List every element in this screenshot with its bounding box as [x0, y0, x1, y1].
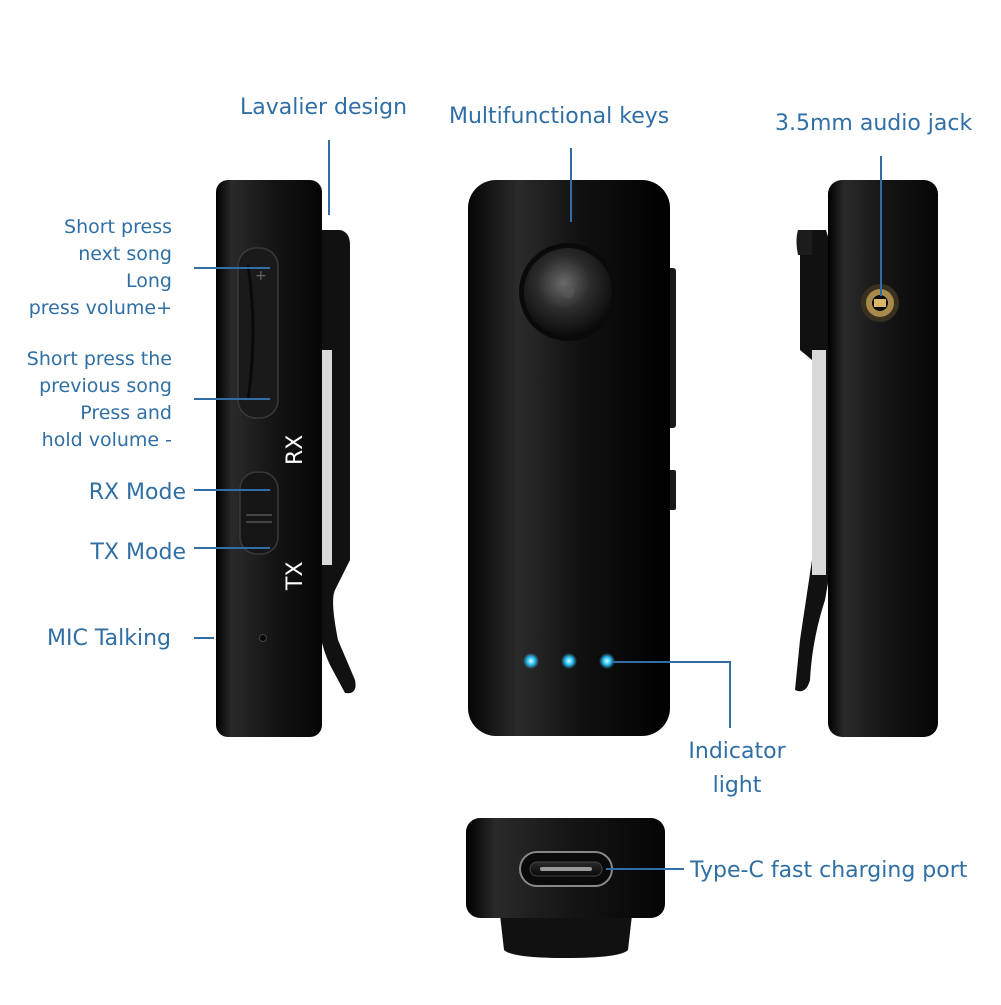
- label-rx-mode: RX Mode: [88, 480, 186, 505]
- rocker-plus: +: [255, 268, 267, 284]
- label-type-c-port: Type-C fast charging port: [690, 858, 968, 883]
- label-lavalier-design: Lavalier design: [240, 95, 408, 120]
- front-view: [468, 180, 676, 736]
- right-side-view: [795, 180, 938, 737]
- front-body: [468, 180, 670, 736]
- callout-lines: [194, 140, 882, 870]
- left-side-view: + RX TX: [216, 180, 356, 737]
- label-next-song: Short press next song Long press volume+: [28, 216, 172, 319]
- tx-mark: TX: [283, 561, 308, 591]
- label-previous-song: Short press the previous song Press and …: [26, 348, 172, 451]
- left-clip-edge: [322, 350, 332, 565]
- label-tx-mode: TX Mode: [90, 540, 186, 565]
- bottom-view: [466, 818, 665, 958]
- indicator-led-1: [523, 653, 539, 669]
- label-indicator-light: Indicator light: [688, 739, 786, 798]
- indicator-led-3: [599, 653, 615, 669]
- indicator-led-2: [561, 653, 577, 669]
- label-mic-talking: MIC Talking: [47, 626, 171, 651]
- right-body: [828, 180, 938, 737]
- rocker-groove: [246, 264, 255, 401]
- left-clip: [318, 230, 356, 694]
- label-multifunctional-keys: Multifunctional keys: [449, 104, 670, 129]
- label-audio-jack: 3.5mm audio jack: [775, 111, 973, 136]
- bottom-clip: [500, 915, 632, 958]
- rx-mark: RX: [283, 435, 308, 465]
- mode-switch: [239, 471, 279, 555]
- mic-hole: [259, 634, 267, 642]
- volume-rocker: [237, 247, 279, 419]
